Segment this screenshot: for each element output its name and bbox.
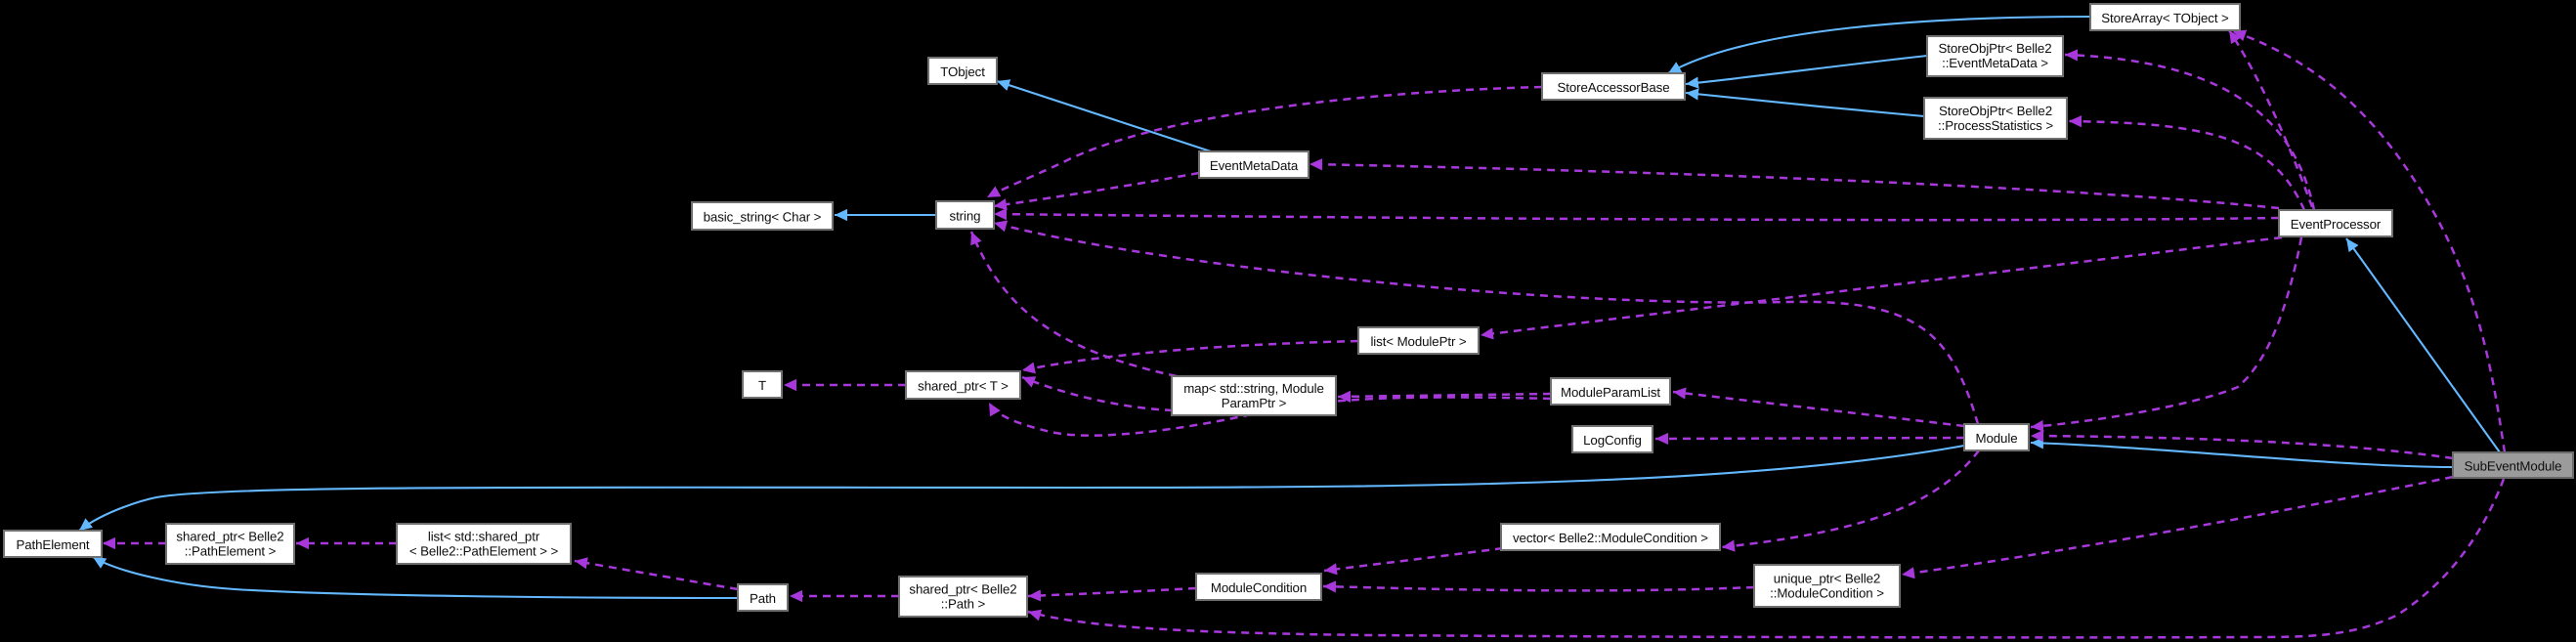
svg-text:unique_ptr< Belle2: unique_ptr< Belle2 [1774, 572, 1880, 586]
svg-text:Path: Path [750, 591, 776, 606]
svg-text:::Path >: ::Path > [941, 597, 986, 612]
svg-text:StoreObjPtr< Belle2: StoreObjPtr< Belle2 [1939, 41, 2052, 56]
svg-text:StoreArray< TObject >: StoreArray< TObject > [2101, 11, 2229, 25]
svg-text:StoreObjPtr< Belle2: StoreObjPtr< Belle2 [1939, 104, 2052, 118]
svg-text:SubEventModule: SubEventModule [2465, 459, 2562, 474]
svg-text:map< std::string, Module: map< std::string, Module [1183, 381, 1324, 396]
svg-text:basic_string< Char >: basic_string< Char > [704, 210, 822, 225]
svg-text:LogConfig: LogConfig [1583, 433, 1642, 448]
svg-text:PathElement: PathElement [16, 537, 89, 552]
svg-text:string: string [950, 209, 981, 224]
svg-text:TObject: TObject [940, 64, 985, 79]
svg-text:EventProcessor: EventProcessor [2291, 217, 2382, 232]
svg-text:ModuleCondition: ModuleCondition [1211, 580, 1307, 595]
svg-text:::ModuleCondition >: ::ModuleCondition > [1770, 586, 1884, 601]
svg-text:::EventMetaData >: ::EventMetaData > [1942, 56, 2048, 70]
svg-text:list< ModulePtr >: list< ModulePtr > [1370, 334, 1466, 349]
svg-text:shared_ptr< Belle2: shared_ptr< Belle2 [176, 530, 283, 544]
svg-text:ModuleParamList: ModuleParamList [1561, 385, 1660, 400]
svg-text:StoreAccessorBase: StoreAccessorBase [1557, 80, 1669, 95]
svg-text:ParamPtr >: ParamPtr > [1222, 396, 1287, 410]
svg-text:< Belle2::PathElement > >: < Belle2::PathElement > > [409, 544, 559, 559]
svg-text:::PathElement >: ::PathElement > [185, 544, 277, 559]
svg-text:vector< Belle2::ModuleConditio: vector< Belle2::ModuleCondition > [1513, 531, 1708, 545]
svg-text:T: T [758, 378, 766, 393]
svg-text:EventMetaData: EventMetaData [1210, 158, 1299, 173]
svg-text:::ProcessStatistics >: ::ProcessStatistics > [1938, 118, 2053, 133]
svg-text:list< std::shared_ptr: list< std::shared_ptr [428, 530, 540, 544]
svg-text:shared_ptr< T >: shared_ptr< T > [918, 379, 1009, 394]
svg-text:Module: Module [1975, 431, 2017, 446]
svg-text:shared_ptr< Belle2: shared_ptr< Belle2 [909, 582, 1016, 597]
